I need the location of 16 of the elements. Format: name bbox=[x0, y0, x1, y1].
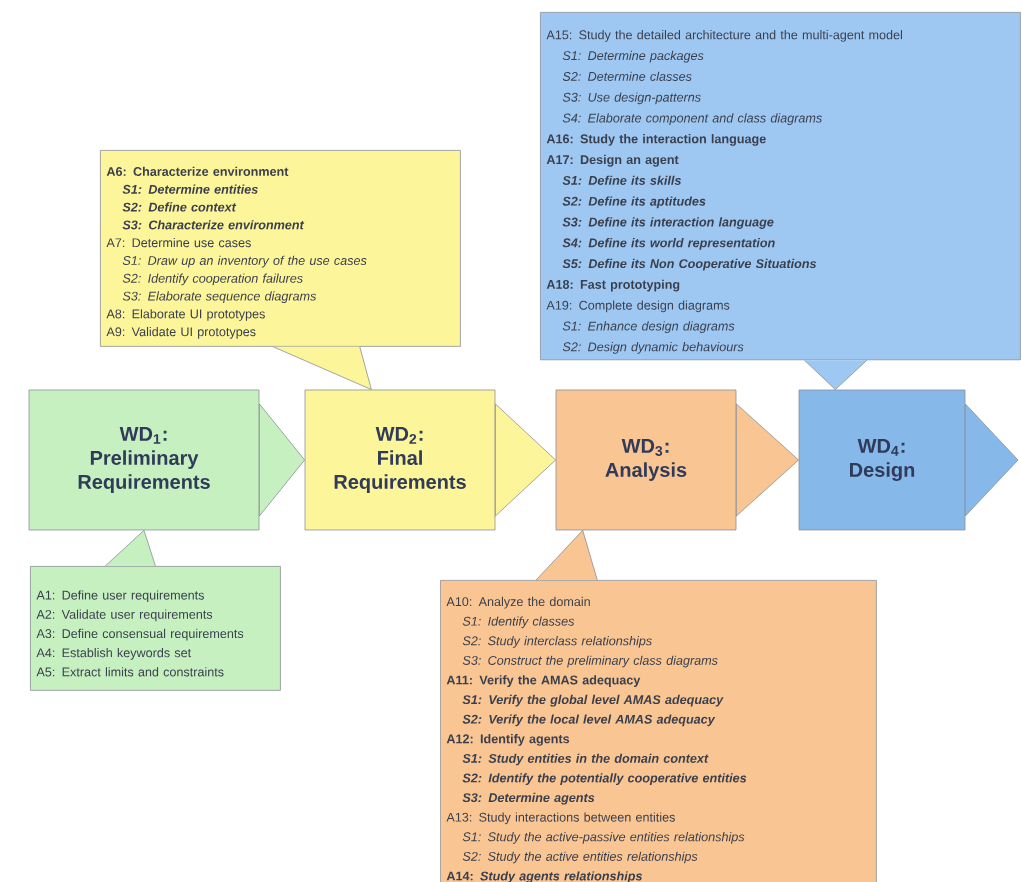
callout-box bbox=[440, 529, 877, 882]
callout-box bbox=[540, 12, 1021, 390]
arrow bbox=[259, 403, 305, 517]
phase-title: WD$_{3}$: bbox=[621, 439, 669, 456]
phase-title: Analysis bbox=[605, 462, 687, 481]
callout-box bbox=[30, 529, 281, 691]
callout-box bbox=[100, 150, 461, 390]
phase-title: Design bbox=[850, 462, 915, 481]
phase-title: Preliminary Requirements bbox=[78, 450, 210, 493]
arrow bbox=[495, 403, 556, 517]
phase-title: WD$_{4}$: bbox=[857, 438, 905, 456]
phase-title: WD$_{2}$: bbox=[375, 427, 423, 444]
arrow bbox=[965, 403, 1019, 517]
arrow bbox=[736, 403, 799, 517]
phase-title: WD$_{1}$: bbox=[119, 427, 167, 444]
phase-title: Final Requirements bbox=[334, 450, 466, 493]
